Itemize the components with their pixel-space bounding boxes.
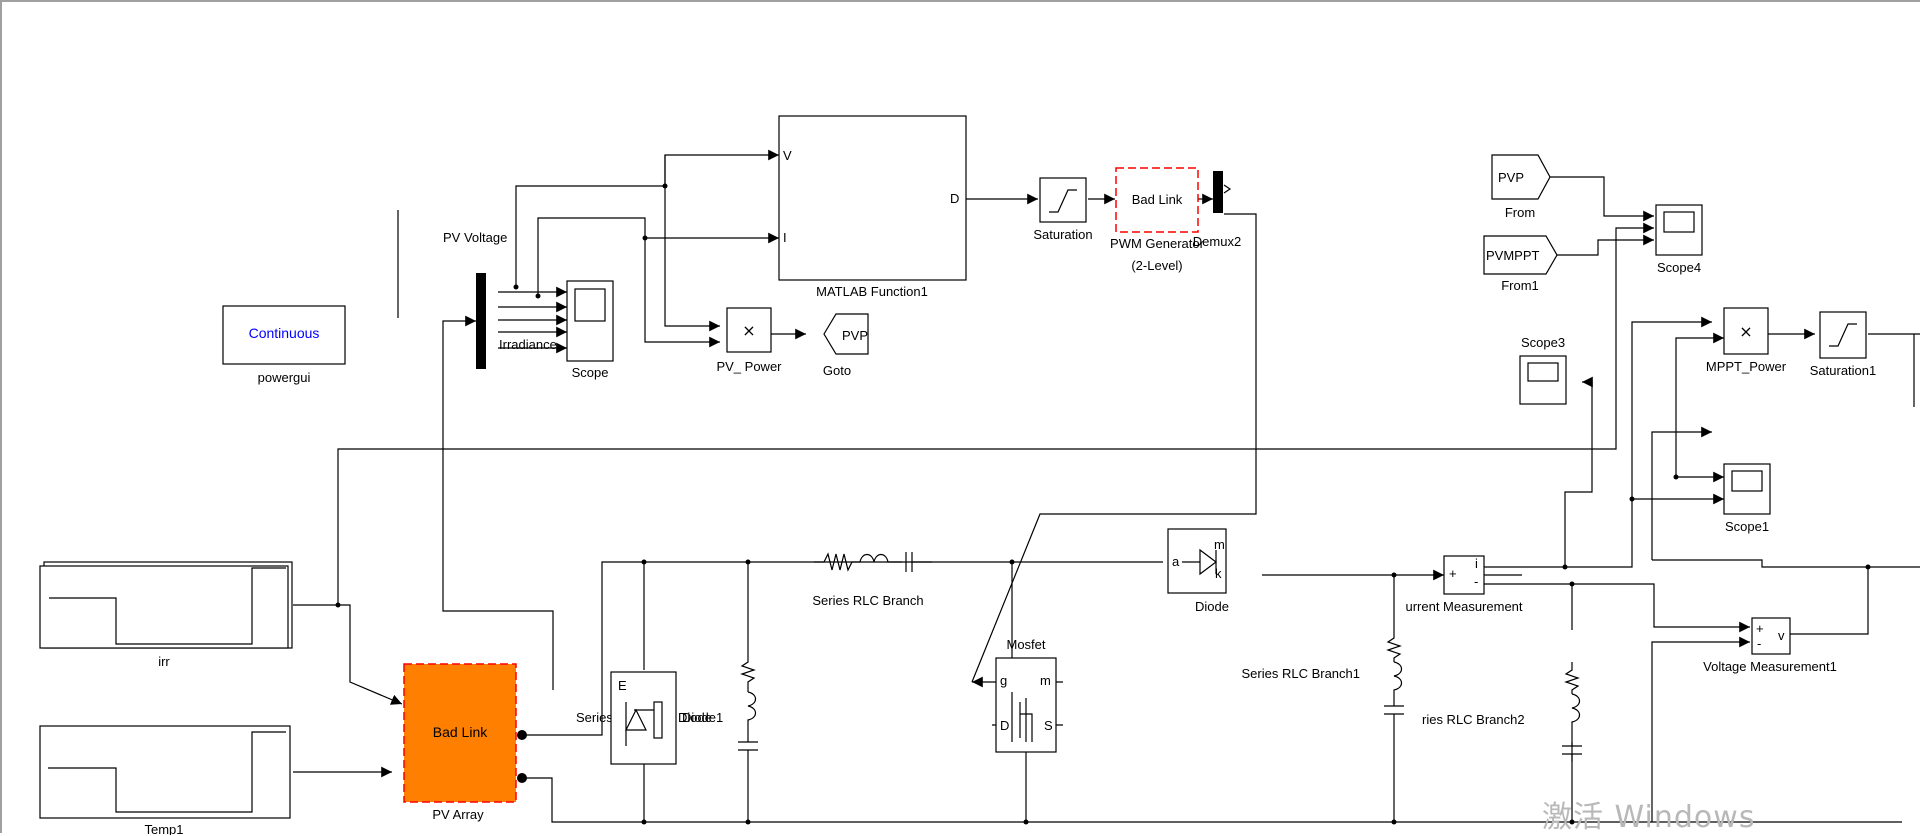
- signal-lines: [293, 149, 1920, 823]
- pv-power-label: PV_ Power: [716, 359, 782, 374]
- mosfet-label: Mosfet: [1006, 637, 1045, 652]
- from1-pvmppt-block[interactable]: PVMPPT From1: [1483, 235, 1558, 293]
- saturation-label: Saturation: [1033, 227, 1092, 242]
- cm-i: i: [1475, 556, 1478, 571]
- series-rlc-branch1[interactable]: Series RLC Branch1: [1242, 630, 1405, 742]
- scope3-label: Scope3: [1521, 335, 1565, 350]
- pwm-label-line2: (2-Level): [1131, 258, 1182, 273]
- scope4-block[interactable]: Scope4: [1655, 204, 1703, 275]
- diode-k-label: k: [1215, 566, 1222, 581]
- diode-label: Diode: [1195, 599, 1229, 614]
- pv-voltage-label: PV Voltage: [443, 230, 507, 245]
- from1-label: From1: [1501, 278, 1539, 293]
- junction-dots: [335, 183, 1871, 825]
- temp1-label: Temp1: [144, 822, 183, 835]
- diode-a-label: a: [1172, 554, 1180, 569]
- port-d-label: D: [950, 191, 959, 206]
- multiply-icon: ×: [742, 321, 755, 340]
- diode-m-label: m: [1214, 537, 1225, 552]
- temp1-waveform: [48, 731, 286, 813]
- series-rlc-branch[interactable]: Series RLC Branch: [812, 552, 932, 608]
- pv-array-bad-link-text: Bad Link: [433, 724, 488, 740]
- port-v-label: V: [783, 148, 792, 163]
- mosfet-d-label: D: [1000, 718, 1009, 733]
- goto-label: Goto: [823, 363, 851, 378]
- windows-activation-watermark: 激活 Windows: [1542, 800, 1756, 835]
- demux2-block[interactable]: Demux2: [1193, 171, 1241, 249]
- irr-signal-block[interactable]: irr: [39, 561, 293, 669]
- diode-block[interactable]: a m k Diode: [1167, 528, 1229, 614]
- vm-minus: -: [1757, 636, 1761, 651]
- powergui-mode: Continuous: [249, 325, 320, 341]
- powergui-block[interactable]: Continuous powergui: [222, 305, 346, 385]
- scope1-block[interactable]: Scope1: [1723, 463, 1771, 534]
- from-pvp-tag: PVP: [1498, 170, 1524, 185]
- series-partial-label: Series: [576, 710, 613, 725]
- multiply-icon-2: ×: [1739, 322, 1752, 341]
- mosfet-block[interactable]: Mosfet g m D S: [995, 637, 1057, 753]
- irr-waveform: [49, 567, 286, 645]
- saturation1-label: Saturation1: [1810, 363, 1877, 378]
- from-label: From: [1505, 205, 1535, 220]
- mppt-power-block[interactable]: × MPPT_Power: [1706, 307, 1787, 374]
- diode1-block[interactable]: Series E Diode1 Diode: [576, 671, 723, 765]
- current-measurement-label: urrent Measurement: [1405, 599, 1522, 614]
- demux2-label: Demux2: [1193, 234, 1241, 249]
- scope4-label: Scope4: [1657, 260, 1701, 275]
- powergui-label: powergui: [258, 370, 311, 385]
- saturation1-block[interactable]: Saturation1: [1810, 311, 1877, 378]
- saturation1-icon: [1829, 323, 1857, 347]
- saturation-icon: [1049, 189, 1077, 213]
- series-rlc-branch-label: Series RLC Branch: [812, 593, 923, 608]
- mux-block[interactable]: PV Voltage Irradiance: [443, 230, 557, 369]
- diode1-overlap-label: Diode: [678, 710, 712, 725]
- vm-v: v: [1778, 628, 1785, 643]
- current-measurement-block[interactable]: + i - urrent Measurement: [1405, 555, 1523, 614]
- diode1-e-label: E: [618, 678, 627, 693]
- from-pvp-block[interactable]: PVP From: [1491, 154, 1551, 220]
- irradiance-label: Irradiance: [499, 337, 557, 352]
- goto-tag: PVP: [842, 328, 868, 343]
- scope3-block[interactable]: Scope3: [1519, 335, 1567, 405]
- series-rlc-branch1-label: Series RLC Branch1: [1242, 666, 1361, 681]
- matlab-function-label: MATLAB Function1: [816, 284, 928, 299]
- port-i-label: I: [783, 230, 787, 245]
- saturation-block[interactable]: Saturation: [1033, 177, 1093, 242]
- voltage-measurement-label: Voltage Measurement1: [1703, 659, 1837, 674]
- matlab-function-block[interactable]: V I D MATLAB Function1: [778, 115, 967, 299]
- mppt-power-label: MPPT_Power: [1706, 359, 1787, 374]
- scope-label: Scope: [572, 365, 609, 380]
- pv-array-label: PV Array: [432, 807, 484, 822]
- mosfet-s-label: S: [1044, 718, 1053, 733]
- cm-minus: -: [1474, 574, 1478, 589]
- mosfet-g-label: g: [1000, 673, 1007, 688]
- scope1-label: Scope1: [1725, 519, 1769, 534]
- pwm-label-line1: PWM Generator: [1110, 236, 1205, 251]
- pwm-bad-link-text: Bad Link: [1132, 192, 1183, 207]
- irr-label: irr: [158, 654, 170, 669]
- series-rlc-branch2[interactable]: ries RLC Branch2: [1422, 662, 1582, 762]
- goto-block[interactable]: PVP Goto: [823, 313, 869, 378]
- temp1-signal-block[interactable]: Temp1: [39, 725, 291, 835]
- vm-plus: +: [1756, 621, 1764, 636]
- pv-power-block[interactable]: × PV_ Power: [716, 307, 782, 374]
- mosfet-m-label: m: [1040, 673, 1051, 688]
- rlc-vertical-left: [738, 648, 758, 772]
- from1-tag: PVMPPT: [1486, 248, 1540, 263]
- scope-block[interactable]: Scope: [566, 280, 614, 380]
- pwm-generator-block[interactable]: Bad Link PWM Generator (2-Level): [1110, 167, 1205, 273]
- series-rlc-branch2-label: ries RLC Branch2: [1422, 712, 1525, 727]
- cm-plus: +: [1449, 566, 1457, 581]
- diode1-label: Diode1: [682, 710, 723, 725]
- pv-array-block[interactable]: Bad Link PV Array: [403, 663, 527, 822]
- voltage-measurement-block[interactable]: + - v Voltage Measurement1: [1703, 617, 1837, 674]
